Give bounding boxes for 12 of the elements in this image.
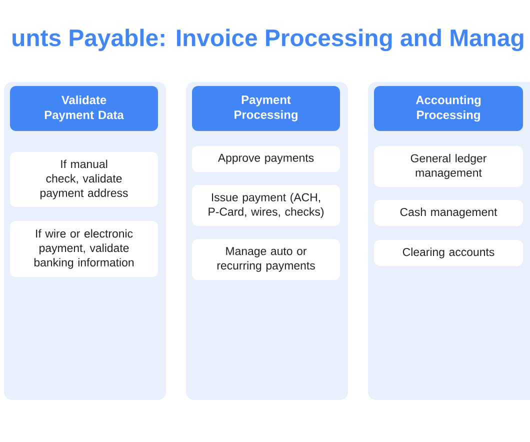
- task-card: If manual check, validate payment address: [10, 152, 158, 207]
- task-card: General ledger management: [374, 146, 523, 187]
- title: unts Payable: Invoice Processing and Manag: [12, 28, 524, 52]
- column-header: Validate Payment Data: [10, 86, 158, 131]
- task-card: Issue payment (ACH, P-Card, wires, checks): [192, 185, 340, 226]
- task-card: Clearing accounts: [374, 240, 523, 266]
- column-header: Accounting Processing: [374, 86, 523, 131]
- task-card: If wire or electronic payment, validate banking information: [10, 221, 158, 277]
- column-header: Payment Processing: [192, 86, 340, 131]
- task-card: Cash management: [374, 200, 523, 226]
- task-card: Manage auto or recurring payments: [192, 239, 340, 280]
- task-card: Approve payments: [192, 146, 340, 172]
